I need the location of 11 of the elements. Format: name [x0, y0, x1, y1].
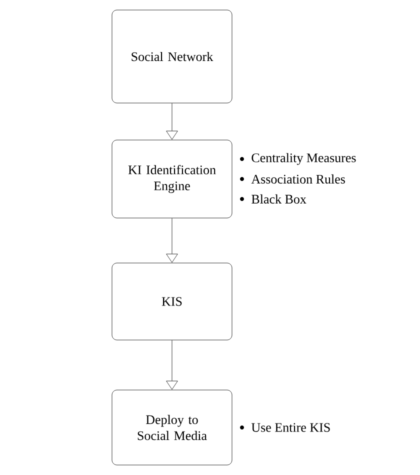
process-box: Social Network [112, 10, 232, 104]
bullet-text: Black Box [252, 194, 306, 204]
process-box: KI Identification Engine [112, 140, 232, 218]
process-box: KIS [112, 262, 232, 340]
process-box: Deploy to Social Media [112, 390, 232, 466]
bullet-text: Use Entire KIS [251, 423, 330, 432]
arrow [166, 218, 178, 263]
arrow [166, 340, 178, 390]
bullet-text: Centrality Measures [252, 153, 356, 165]
arrow [166, 103, 178, 140]
bullet-text: Association Rules [251, 174, 345, 184]
